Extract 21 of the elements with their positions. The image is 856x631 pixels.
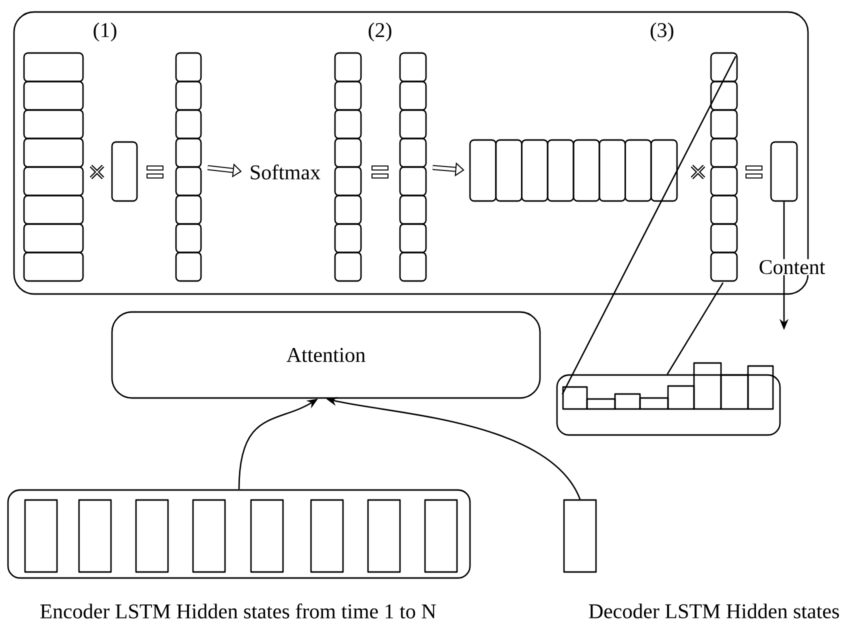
cell-column	[334, 52, 362, 282]
cell-column	[175, 52, 202, 282]
leader-line	[666, 282, 724, 375]
cell-column	[23, 52, 84, 282]
cell-column	[111, 141, 138, 202]
caption-text: Encoder LSTM Hidden states from time 1 to N	[40, 604, 436, 618]
decoder-state-box	[563, 499, 839, 618]
step-number: (3)	[650, 22, 674, 42]
cell-column	[710, 52, 738, 282]
bar-chart-drawing	[556, 362, 781, 436]
operation-text: Softmax	[250, 164, 320, 180]
leader-line	[562, 56, 736, 395]
caption-text: Decoder LSTM Hidden states	[588, 604, 839, 618]
cell-row	[469, 139, 678, 202]
step-number: (1)	[94, 22, 116, 42]
cell-column	[399, 52, 427, 282]
edge-label: Content	[758, 259, 826, 276]
step-number: (2)	[368, 22, 392, 42]
cell-column	[770, 141, 798, 202]
attention-box: Attention	[111, 311, 541, 399]
encoder-states-box	[7, 489, 471, 618]
